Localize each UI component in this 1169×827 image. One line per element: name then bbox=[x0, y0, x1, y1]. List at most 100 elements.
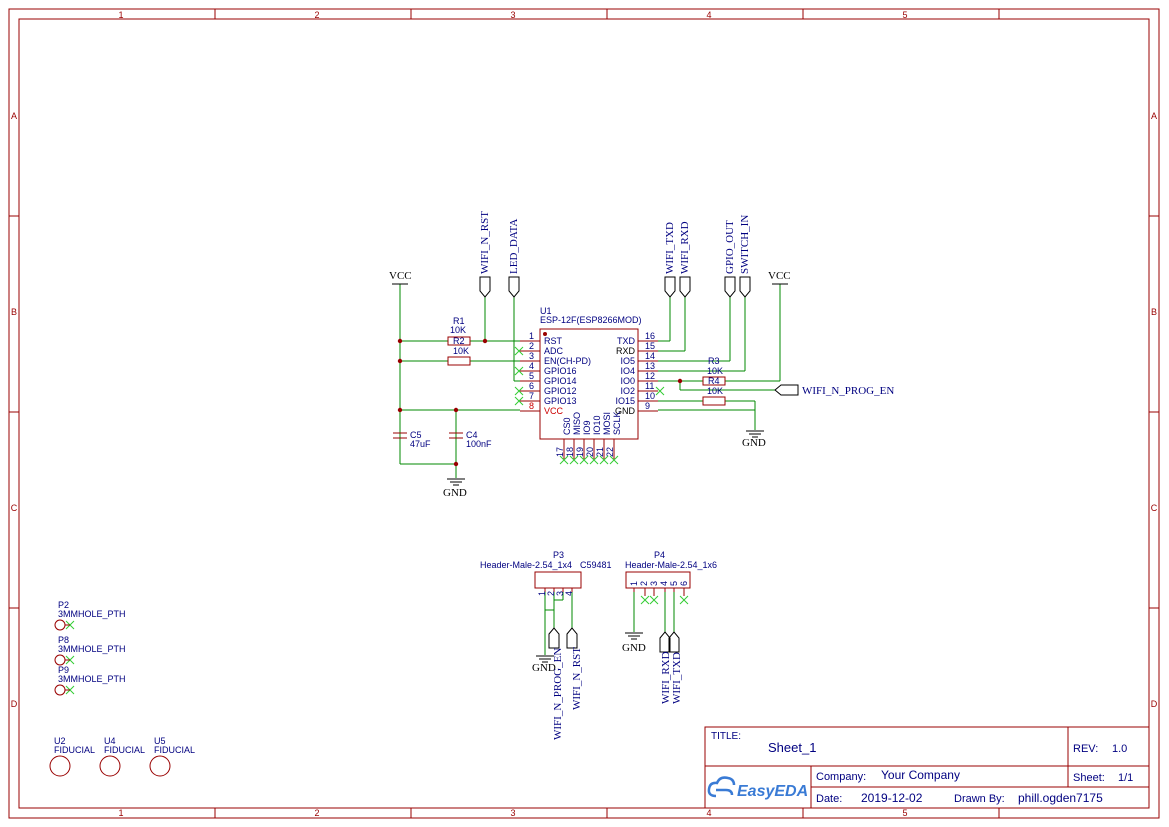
netflag-switch-in: SWITCH_IN bbox=[739, 215, 751, 298]
fiducial-ref: U2 bbox=[54, 736, 66, 746]
u1-pin-name: GPIO12 bbox=[544, 386, 577, 396]
netlabel-wifi-n-rst: WIFI_N_RST bbox=[479, 211, 491, 274]
vcc-symbol-right: VCC bbox=[768, 270, 791, 285]
u1-pin-num: 5 bbox=[529, 371, 534, 381]
junctions bbox=[397, 338, 683, 467]
p4-value: Header-Male-2.54_1x6 bbox=[625, 560, 717, 570]
u1-pin-name: EN(CH-PD) bbox=[544, 356, 591, 366]
p3-pin-num: 2 bbox=[546, 591, 556, 596]
vcc-label: VCC bbox=[768, 270, 791, 282]
u1-pin-name: IO2 bbox=[620, 386, 635, 396]
u1-pin-num: 18 bbox=[565, 447, 575, 457]
c5-capacitor[interactable]: C5 47uF bbox=[393, 430, 431, 449]
gnd-symbol-caps: GND bbox=[443, 478, 467, 499]
netflag-led-data: LED_DATA bbox=[508, 219, 520, 298]
gnd-label: GND bbox=[532, 662, 556, 674]
netflag-p4-rxd: WIFI_RXD bbox=[659, 631, 672, 704]
u1-pin-num: 9 bbox=[645, 401, 650, 411]
hole-p8[interactable]: P8 3MMHOLE_PTH bbox=[54, 635, 126, 666]
fiducial-u5[interactable]: U5 FIDUCIAL bbox=[149, 736, 195, 777]
u1-pin-name: MOSI bbox=[602, 412, 612, 435]
r3-resistor[interactable]: R3 10K bbox=[702, 356, 726, 406]
col-label-bottom-4: 4 bbox=[706, 808, 711, 818]
hole-ref: P9 bbox=[58, 665, 69, 675]
u1-pin-num: 2 bbox=[529, 341, 534, 351]
r1-value: 10K bbox=[450, 325, 466, 335]
p4-pin-num: 5 bbox=[669, 581, 679, 586]
frame-labels: 1 2 3 4 5 1 2 3 4 5 A B C D A B C D bbox=[11, 10, 1158, 818]
netlabel-wifi-txd: WIFI_TXD bbox=[664, 222, 676, 274]
sheet-label: Sheet: bbox=[1073, 772, 1105, 784]
c4-value: 100nF bbox=[466, 439, 492, 449]
netlabel-p4-rxd: WIFI_RXD bbox=[660, 651, 672, 704]
netflag-wifi-n-rst: WIFI_N_RST bbox=[479, 211, 491, 298]
col-label-top-5: 5 bbox=[902, 10, 907, 20]
u1-pin-num: 6 bbox=[529, 381, 534, 391]
col-label-top-1: 1 bbox=[118, 10, 123, 20]
u1-pin-num: 10 bbox=[645, 391, 655, 401]
u1-pin-name: GPIO16 bbox=[544, 366, 577, 376]
netlabel-p3-rst: WIFI_N_RST bbox=[571, 647, 583, 710]
easyeda-logo-text: EasyEDA bbox=[737, 783, 808, 800]
hole-p2[interactable]: P2 3MMHOLE_PTH bbox=[54, 600, 126, 631]
u1-pin-name: IO0 bbox=[620, 376, 635, 386]
title-block: TITLE: Sheet_1 REV: 1.0 Company: Your Co… bbox=[704, 726, 1150, 809]
no-connect-markers bbox=[65, 346, 689, 695]
fiducial-u2[interactable]: U2 FIDUCIAL bbox=[49, 736, 95, 777]
row-label-left-c: C bbox=[11, 503, 18, 513]
u1-pin-name: IO15 bbox=[615, 396, 635, 406]
r1-resistor[interactable]: R1 10K bbox=[447, 316, 471, 346]
u1-esp12f[interactable]: U1 ESP-12F(ESP8266MOD) bbox=[520, 306, 658, 459]
wires bbox=[399, 284, 781, 655]
p3-value: Header-Male-2.54_1x4 bbox=[480, 560, 572, 570]
p4-pin-num: 2 bbox=[639, 581, 649, 586]
u1-pin-num: 19 bbox=[575, 447, 585, 457]
u1-pin-num: 17 bbox=[555, 447, 565, 457]
u1-pin-num: 14 bbox=[645, 351, 655, 361]
col-label-top-4: 4 bbox=[706, 10, 711, 20]
c4-ref: C4 bbox=[466, 430, 478, 440]
p3-ref: P3 bbox=[553, 550, 564, 560]
p4-pin-num: 3 bbox=[649, 581, 659, 586]
c5-ref: C5 bbox=[410, 430, 422, 440]
u1-pin-num: 20 bbox=[585, 447, 595, 457]
netlabel-led-data: LED_DATA bbox=[508, 219, 520, 274]
sheet-value: 1/1 bbox=[1118, 772, 1133, 784]
hole-p9[interactable]: P9 3MMHOLE_PTH bbox=[54, 665, 126, 696]
vcc-label: VCC bbox=[389, 270, 412, 282]
col-label-bottom-2: 2 bbox=[314, 808, 319, 818]
u1-pin-num: 4 bbox=[529, 361, 534, 371]
company-label: Company: bbox=[816, 771, 866, 783]
u1-pin-name: IO9 bbox=[582, 420, 592, 435]
u1-pin-name: RST bbox=[544, 336, 563, 346]
netflag-wifi-txd: WIFI_TXD bbox=[664, 222, 676, 298]
r1-ref: R1 bbox=[453, 316, 465, 326]
gnd-symbol-u1: GND bbox=[742, 430, 766, 449]
u1-pin-num: 11 bbox=[645, 381, 654, 391]
u1-pin-num: 21 bbox=[595, 447, 605, 457]
fiducial-u4[interactable]: U4 FIDUCIAL bbox=[99, 736, 145, 777]
netlabel-p3-prog-en: WIFI_N_PROG_EN bbox=[552, 648, 564, 740]
gnd-label: GND bbox=[622, 642, 646, 654]
p3-pin-num: 3 bbox=[555, 591, 565, 596]
fiducial-value: FIDUCIAL bbox=[104, 745, 145, 755]
vcc-symbol-left: VCC bbox=[389, 270, 412, 285]
p4-pin-num: 4 bbox=[659, 581, 669, 586]
p3-header[interactable]: P3 Header-Male-2.54_1x4 C59481 1 2 3 4 bbox=[480, 550, 612, 596]
u1-ref: U1 bbox=[540, 306, 552, 316]
u1-pin-num: 15 bbox=[645, 341, 655, 351]
p3-pin-num: 1 bbox=[537, 591, 547, 596]
gnd-label: GND bbox=[443, 487, 467, 499]
u1-pin-num: 3 bbox=[529, 351, 534, 361]
row-label-right-c: C bbox=[1151, 503, 1158, 513]
r2-resistor[interactable]: R2 10K bbox=[447, 336, 471, 366]
u1-pin-num: 7 bbox=[529, 391, 534, 401]
r4-resistor[interactable]: R4 10K bbox=[702, 376, 726, 396]
c4-capacitor[interactable]: C4 100nF bbox=[449, 430, 492, 449]
u1-value: ESP-12F(ESP8266MOD) bbox=[540, 315, 642, 325]
col-label-bottom-3: 3 bbox=[510, 808, 515, 818]
company-value: Your Company bbox=[881, 768, 960, 782]
u1-pin-name: MISO bbox=[572, 412, 582, 435]
p4-header[interactable]: P4 Header-Male-2.54_1x6 1 2 3 4 5 6 bbox=[625, 550, 717, 596]
r4-value: 10K bbox=[707, 386, 723, 396]
